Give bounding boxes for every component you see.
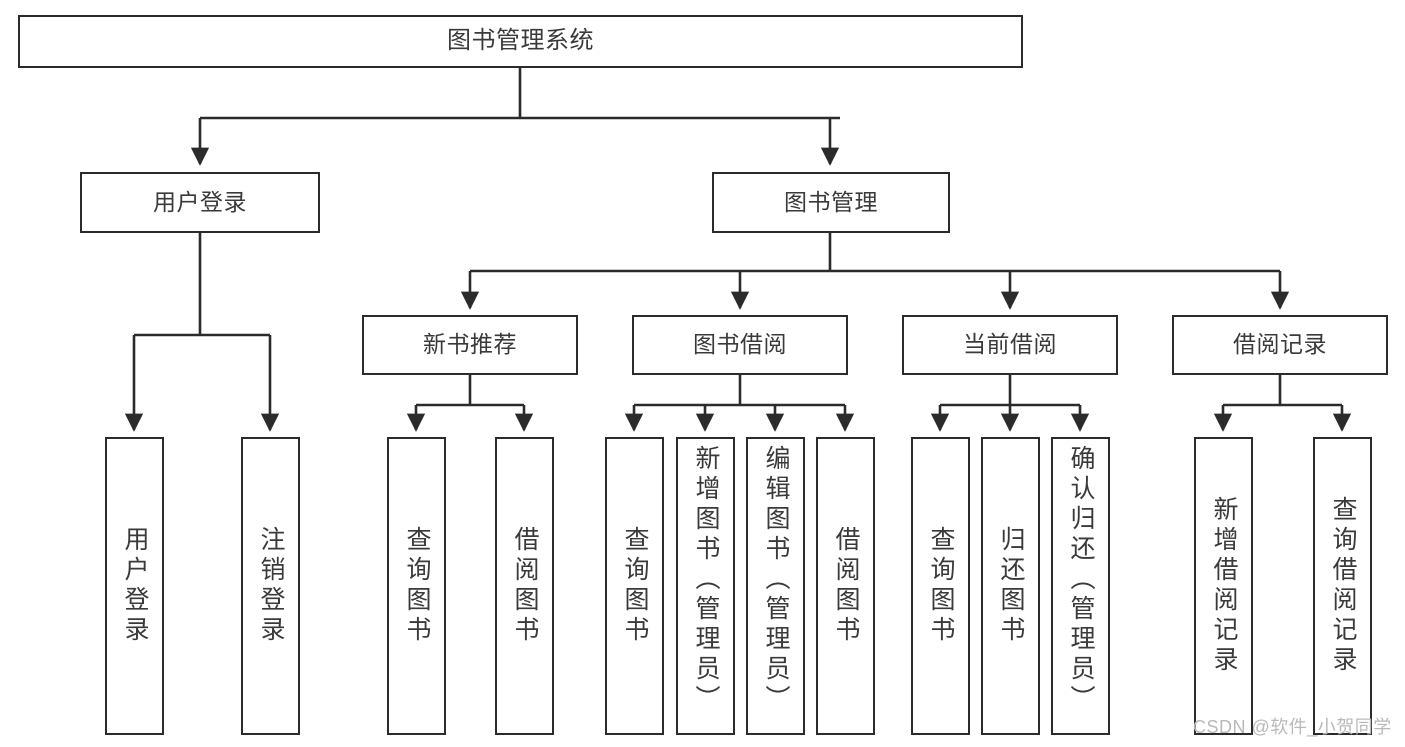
node-label: 编辑图书（管理员） <box>762 445 790 715</box>
node-label: 归还图书 <box>997 526 1025 646</box>
node-label: 查询借阅记录 <box>1329 496 1357 676</box>
node-book-management[interactable]: 图书管理 <box>712 172 950 233</box>
watermark-text: CSDN @软件_小贺同学 <box>1193 717 1392 737</box>
node-root-system[interactable]: 图书管理系统 <box>18 15 1023 68</box>
node-label: 新增借阅记录 <box>1210 496 1238 676</box>
node-label: 查询图书 <box>927 526 955 646</box>
node-label: 图书管理系统 <box>447 27 594 55</box>
leaf-book-borrow-query[interactable]: 查询图书 <box>605 437 664 735</box>
leaf-new-book-query[interactable]: 查询图书 <box>387 437 446 735</box>
node-label: 新增图书（管理员） <box>692 445 720 715</box>
leaf-borrow-record-query[interactable]: 查询借阅记录 <box>1313 437 1372 735</box>
node-current-borrow[interactable]: 当前借阅 <box>902 315 1118 375</box>
leaf-book-borrow-edit[interactable]: 编辑图书（管理员） <box>746 437 805 735</box>
leaf-user-login-login[interactable]: 用户登录 <box>105 437 164 735</box>
node-label: 图书借阅 <box>693 331 787 358</box>
node-borrow-record[interactable]: 借阅记录 <box>1172 315 1388 375</box>
node-label: 确认归还（管理员） <box>1067 445 1095 715</box>
node-label: 用户登录 <box>121 526 149 646</box>
leaf-borrow-record-add[interactable]: 新增借阅记录 <box>1194 437 1253 735</box>
node-label: 借阅记录 <box>1233 331 1327 358</box>
node-user-login[interactable]: 用户登录 <box>80 172 320 233</box>
node-label: 借阅图书 <box>511 526 539 646</box>
leaf-current-borrow-return[interactable]: 归还图书 <box>981 437 1040 735</box>
leaf-user-login-logout[interactable]: 注销登录 <box>241 437 300 735</box>
node-label: 借阅图书 <box>832 526 860 646</box>
node-label: 用户登录 <box>153 188 247 215</box>
node-label: 注销登录 <box>257 526 285 646</box>
node-label: 新书推荐 <box>423 331 517 358</box>
leaf-current-borrow-query[interactable]: 查询图书 <box>911 437 970 735</box>
node-label: 查询图书 <box>621 526 649 646</box>
node-label: 图书管理 <box>784 188 878 215</box>
leaf-current-borrow-confirm-return[interactable]: 确认归还（管理员） <box>1051 437 1110 735</box>
leaf-book-borrow-borrow[interactable]: 借阅图书 <box>816 437 875 735</box>
leaf-new-book-borrow[interactable]: 借阅图书 <box>495 437 554 735</box>
node-book-borrow[interactable]: 图书借阅 <box>632 315 848 375</box>
node-label: 查询图书 <box>403 526 431 646</box>
leaf-book-borrow-add[interactable]: 新增图书（管理员） <box>676 437 735 735</box>
node-label: 当前借阅 <box>963 331 1057 358</box>
node-new-book-recommend[interactable]: 新书推荐 <box>362 315 578 375</box>
